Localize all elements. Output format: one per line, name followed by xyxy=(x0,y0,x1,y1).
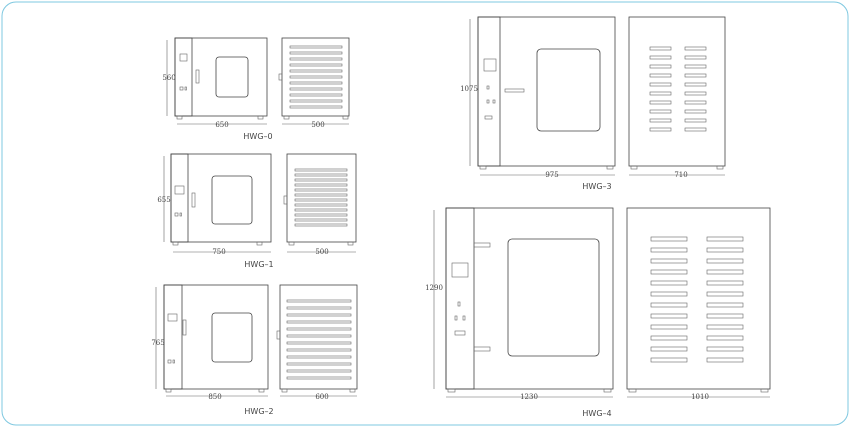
dim-height-hwg-3: 1075 xyxy=(460,85,478,93)
dimension-lines xyxy=(163,156,356,253)
front-view xyxy=(445,207,614,393)
dim-depth-hwg-0: 500 xyxy=(311,121,324,129)
side-view xyxy=(626,207,771,393)
dim-depth-hwg-4: 1010 xyxy=(691,393,709,401)
dimension-lines xyxy=(433,210,770,398)
dimension-lines xyxy=(469,19,725,176)
front-view xyxy=(477,16,616,170)
dim-depth-hwg-1: 500 xyxy=(315,248,328,256)
model-name-hwg-4: HWG–4 xyxy=(582,409,611,418)
dimension-lines xyxy=(166,40,349,125)
side-view xyxy=(283,153,357,246)
dim-width-hwg-3: 975 xyxy=(545,171,558,179)
dim-depth-hwg-3: 710 xyxy=(674,171,687,179)
dimension-lines xyxy=(155,287,357,397)
dim-height-hwg-2: 765 xyxy=(151,339,164,347)
model-hwg-4 xyxy=(433,207,771,398)
labels: 560 650 500 HWG–0 655 750 500 HWG–1 765 … xyxy=(151,74,709,418)
model-hwg-3 xyxy=(469,16,726,176)
model-name-hwg-3: HWG–3 xyxy=(582,182,611,191)
side-view xyxy=(278,37,350,120)
dim-height-hwg-4: 1290 xyxy=(425,284,443,292)
model-hwg-1 xyxy=(163,153,357,253)
front-view xyxy=(174,37,268,120)
dim-width-hwg-2: 850 xyxy=(208,393,221,401)
dim-height-hwg-1: 655 xyxy=(157,196,170,204)
dim-depth-hwg-2: 600 xyxy=(315,393,328,401)
dim-width-hwg-1: 750 xyxy=(212,248,225,256)
front-view xyxy=(163,284,269,393)
model-hwg-0 xyxy=(166,37,350,125)
dim-width-hwg-4: 1230 xyxy=(520,393,538,401)
dim-height-hwg-0: 560 xyxy=(162,74,175,82)
model-hwg-2 xyxy=(155,284,358,397)
model-name-hwg-2: HWG–2 xyxy=(244,407,273,416)
side-view xyxy=(276,284,358,393)
dim-width-hwg-0: 650 xyxy=(215,121,228,129)
side-view xyxy=(628,16,726,170)
front-view xyxy=(170,153,272,246)
model-name-hwg-1: HWG–1 xyxy=(244,260,273,269)
model-name-hwg-0: HWG–0 xyxy=(243,132,272,141)
